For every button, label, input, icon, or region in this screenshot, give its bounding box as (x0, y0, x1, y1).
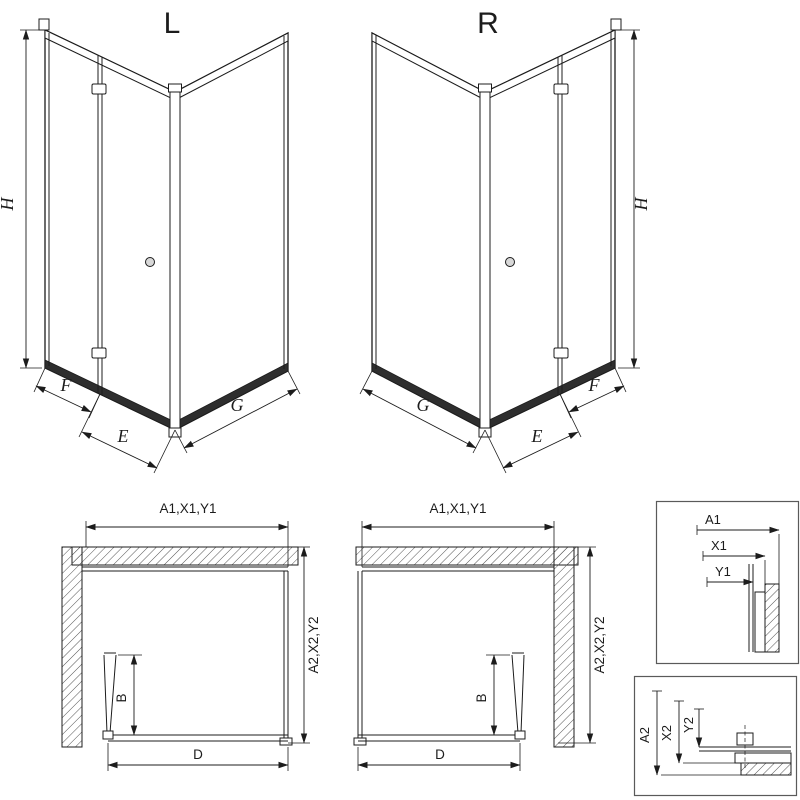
dim-entry-right: E (484, 393, 582, 474)
detail-width-dimensions: A1 X1 Y1 (696, 512, 780, 592)
iso-view-left: H F E G L (0, 7, 301, 474)
wall-bracket-top (610, 18, 622, 31)
door-handle-icon (145, 257, 155, 267)
dim-label-front: F (588, 375, 601, 395)
detail-depth-adjustment: A2 X2 Y2 (633, 675, 798, 797)
dim-side-left: G (174, 370, 301, 454)
door-handle-icon (505, 257, 515, 267)
dim-entry-d: D (357, 743, 521, 771)
iso-left-structure (38, 18, 289, 438)
building-wall-section (740, 762, 792, 776)
dim-label-door: B (474, 693, 489, 702)
building-wall-left (61, 546, 83, 748)
detail-depth-profile (699, 725, 792, 776)
plan-view-left: A1,X1,Y1 A2,X2,Y2 B D (61, 501, 321, 771)
building-wall-top (355, 546, 579, 566)
variant-title-left: L (164, 7, 181, 40)
plan-right-dimensions: A1,X1,Y1 A2,X2,Y2 B D (357, 501, 607, 771)
wall-bracket-top (38, 18, 50, 31)
dim-width-a1: A1,X1,Y1 (85, 501, 289, 567)
dim-label-a2: A2 (637, 727, 652, 743)
corner-foot-bracket (168, 427, 182, 438)
building-wall-top (71, 546, 299, 566)
iso-right-structure (371, 18, 622, 438)
plan-right-structure (353, 546, 579, 748)
detail-depth-dimensions: A2 X2 Y2 (637, 690, 741, 776)
dim-label-a1: A1 (705, 512, 721, 527)
building-wall-right (553, 546, 575, 748)
variant-title-right: R (477, 7, 499, 40)
dim-door-b: B (114, 654, 142, 736)
dim-door-b: B (474, 654, 510, 736)
dim-label-entry: E (117, 426, 129, 446)
dim-label-height: H (0, 197, 17, 212)
dim-label-width: A1,X1,Y1 (159, 501, 216, 516)
detail-width-adjustment: A1 X1 Y1 (655, 500, 800, 665)
dim-label-entry: D (193, 747, 203, 762)
corner-post-cap (168, 83, 182, 93)
detail-box-frame (655, 500, 800, 665)
dim-label-entry: D (435, 747, 445, 762)
hinge-bottom-icon (91, 347, 107, 359)
dim-y2: Y2 (681, 708, 704, 748)
dim-height-right: H (618, 29, 651, 369)
dim-label-width: A1,X1,Y1 (429, 501, 486, 516)
plan-left-dimensions: A1,X1,Y1 A2,X2,Y2 B D (85, 501, 321, 771)
dim-front-left: F (33, 367, 101, 419)
iso-view-right: H F E G R (359, 7, 651, 474)
hinge-top-icon (553, 83, 569, 95)
dim-label-height: H (631, 197, 651, 212)
dim-label-side: G (417, 395, 430, 415)
dim-label-side: G (231, 395, 244, 415)
dim-a1: A1 (696, 512, 780, 584)
dim-depth-a2: A2,X2,Y2 (558, 546, 607, 744)
dim-a2: A2 (637, 690, 741, 776)
door-pivot-bracket (514, 730, 526, 740)
iso-right-dimensions: H F E G (359, 29, 651, 474)
dim-label-door: B (114, 693, 129, 702)
dim-width-a1: A1,X1,Y1 (361, 501, 555, 567)
dim-label-y2: Y2 (681, 717, 696, 733)
dim-label-x1: X1 (711, 538, 727, 553)
dim-height-left: H (0, 29, 42, 369)
folded-door-leaves (511, 652, 526, 740)
plan-view-right: A1,X1,Y1 A2,X2,Y2 B D (353, 501, 607, 771)
dim-label-front: F (60, 375, 73, 395)
dim-depth-a2: A2,X2,Y2 (288, 546, 321, 744)
dim-label-depth: A2,X2,Y2 (306, 616, 321, 673)
dim-x2: X2 (659, 700, 735, 764)
adjustment-profile (754, 591, 766, 653)
corner-post (479, 89, 491, 431)
dim-label-y1: Y1 (715, 564, 731, 579)
corner-post (169, 89, 181, 431)
dim-label-entry: E (531, 426, 543, 446)
corner-foot-bracket (478, 427, 492, 438)
dim-x1: X1 (702, 538, 766, 592)
iso-left-dimensions: H F E G (0, 29, 301, 474)
side-wall-glass-panel (174, 31, 289, 432)
building-wall-section (764, 583, 780, 653)
adjustment-profile (734, 752, 792, 764)
dim-label-x2: X2 (659, 725, 674, 741)
side-wall-glass-panel (371, 31, 486, 432)
dim-side-right: G (359, 370, 486, 454)
detail-width-profile (748, 564, 780, 653)
corner-post-cap (478, 83, 492, 93)
hinge-bottom-icon (553, 347, 569, 359)
detail-box-frame (633, 675, 798, 797)
dim-y1: Y1 (706, 564, 754, 587)
dim-entry-left: E (78, 393, 176, 474)
dim-label-depth: A2,X2,Y2 (592, 616, 607, 673)
plan-left-structure (61, 546, 299, 748)
folded-door-leaves (102, 652, 117, 740)
door-pivot-bracket (102, 730, 114, 740)
hinge-top-icon (91, 83, 107, 95)
dim-entry-d: D (107, 743, 289, 771)
